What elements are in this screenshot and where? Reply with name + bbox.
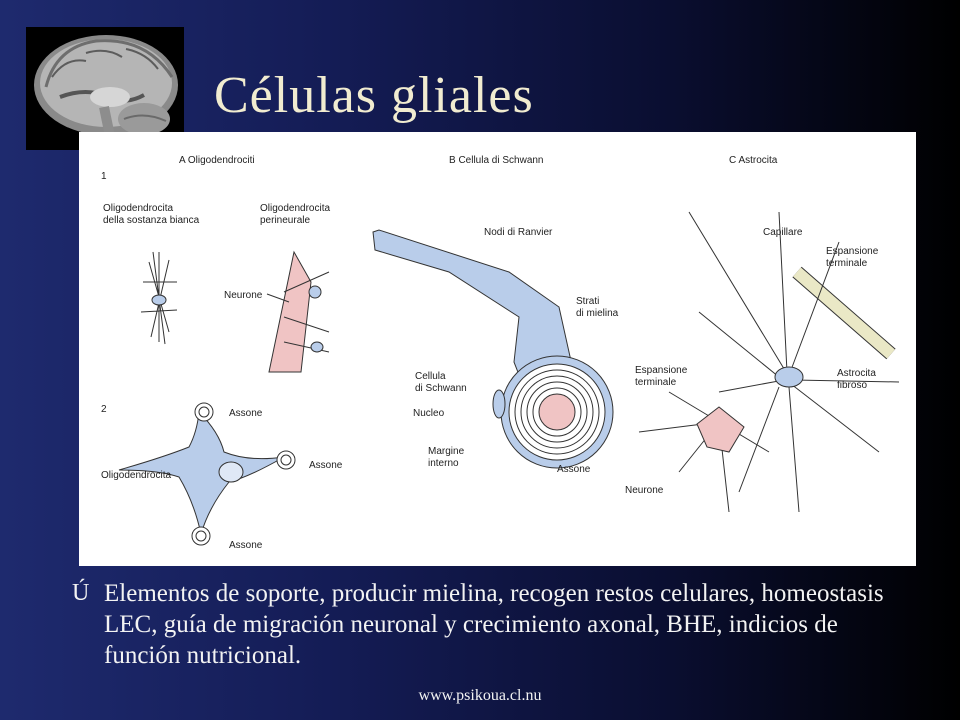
label-assone-1: Assone <box>229 408 263 419</box>
white-matter-oligodendrocyte <box>140 251 178 345</box>
label-cellula: Cellula <box>415 371 446 382</box>
label-astrocita: Astrocita <box>837 368 876 379</box>
label-margine-2: interno <box>428 458 459 469</box>
label-nucleo: Nucleo <box>413 408 445 419</box>
label-white-oligo: Oligodendrocita <box>103 203 173 214</box>
row-2-label: 2 <box>101 404 107 415</box>
bullet-text: Elementos de soporte, producir mielina, … <box>104 580 884 669</box>
label-strati-2: di mielina <box>576 308 619 319</box>
perineural-oligodendrocyte <box>266 250 330 373</box>
label-c-terminale-left: terminale <box>635 377 677 388</box>
label-c-espansione: Espansione <box>826 246 879 257</box>
label-peri-oligo-2: perineurale <box>260 215 310 226</box>
slide-title: Células gliales <box>214 67 534 124</box>
label-peri-oligo: Oligodendrocita <box>260 203 330 214</box>
label-white-oligo-2: della sostanza bianca <box>103 215 200 226</box>
astrocyte <box>638 211 900 513</box>
label-assone-2: Assone <box>309 460 343 471</box>
label-c-espansione-left: Espansione <box>635 365 688 376</box>
bullet-marker: Ú <box>72 580 90 606</box>
label-c-neurone: Neurone <box>625 485 664 496</box>
bullet-item: Ú Elementos de soporte, producir mielina… <box>72 578 932 671</box>
row-1-label: 1 <box>101 171 107 182</box>
label-cellula-2: di Schwann <box>415 383 467 394</box>
panel-b-title: B Cellula di Schwann <box>449 155 544 166</box>
label-assone-3: Assone <box>229 540 263 551</box>
label-b-assone: Assone <box>557 464 591 475</box>
label-margine: Margine <box>428 446 465 457</box>
label-ranvier: Nodi di Ranvier <box>484 227 553 238</box>
panel-a-title: A Oligodendrociti <box>179 155 255 166</box>
label-a-oligo: Oligodendrocita <box>101 470 171 481</box>
label-capillare: Capillare <box>763 227 803 238</box>
schwann-cell <box>372 229 614 469</box>
glial-cells-figure: A Oligodendrociti 1 Oligodendrocita dell… <box>79 132 916 566</box>
label-fibroso: fibroso <box>837 380 867 391</box>
label-strati: Strati <box>576 296 599 307</box>
panel-c-title: C Astrocita <box>729 155 778 166</box>
brain-image <box>26 27 184 150</box>
label-a-neurone: Neurone <box>224 290 263 301</box>
myelinating-oligodendrocyte <box>118 402 296 546</box>
label-c-terminale: terminale <box>826 258 868 269</box>
footer-url: www.psikoua.cl.nu <box>418 687 542 704</box>
